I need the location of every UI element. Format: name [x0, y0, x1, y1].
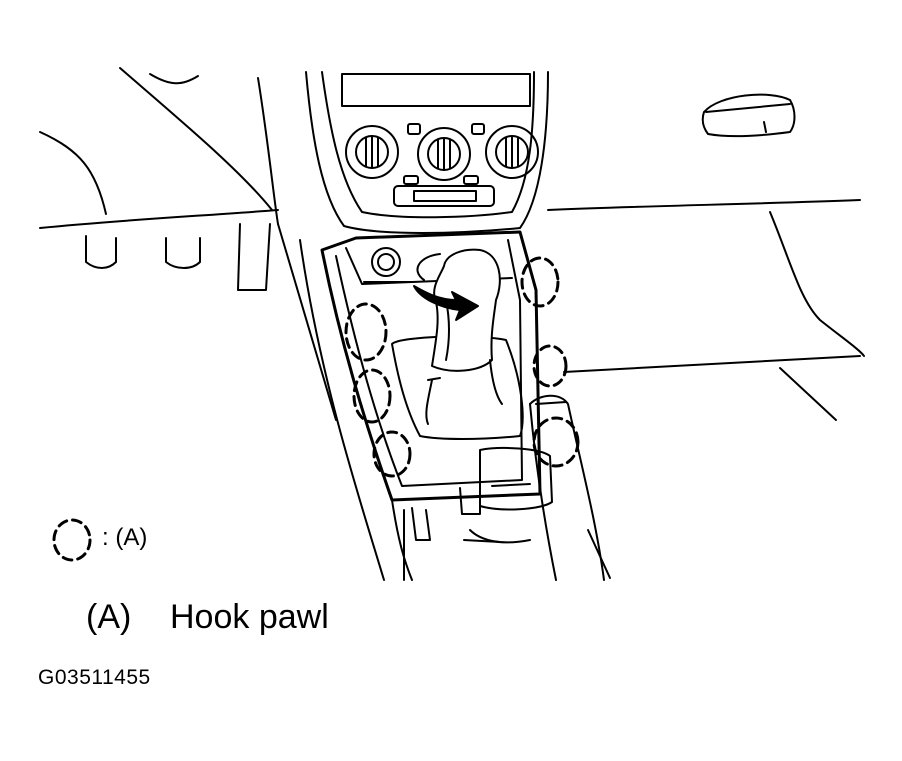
shift-lever: [425, 248, 503, 425]
hook-pawl-marker: [520, 256, 560, 308]
console-panel: [299, 230, 611, 581]
rotate-arrow-icon: [413, 253, 479, 321]
legend-dashed-circle-icon: [52, 518, 92, 562]
hook-pawl-marker: [352, 368, 392, 424]
legend-label: Hook pawl: [170, 598, 329, 636]
dashboard-left: [39, 67, 337, 421]
hook-pawl-marker: [532, 344, 568, 388]
legend-symbol-label: : (A): [102, 524, 148, 551]
figure-id: G03511455: [38, 666, 151, 689]
hook-pawl-marker: [532, 416, 580, 468]
hook-pawl-markers: [344, 256, 580, 478]
dashboard-right: [547, 93, 865, 421]
hook-pawl-marker: [344, 302, 388, 362]
center-stack: [305, 71, 549, 234]
hook-pawl-marker: [372, 430, 412, 478]
legend-key: (A): [86, 598, 132, 636]
legend-item: (A) Hook pawl: [86, 598, 329, 637]
